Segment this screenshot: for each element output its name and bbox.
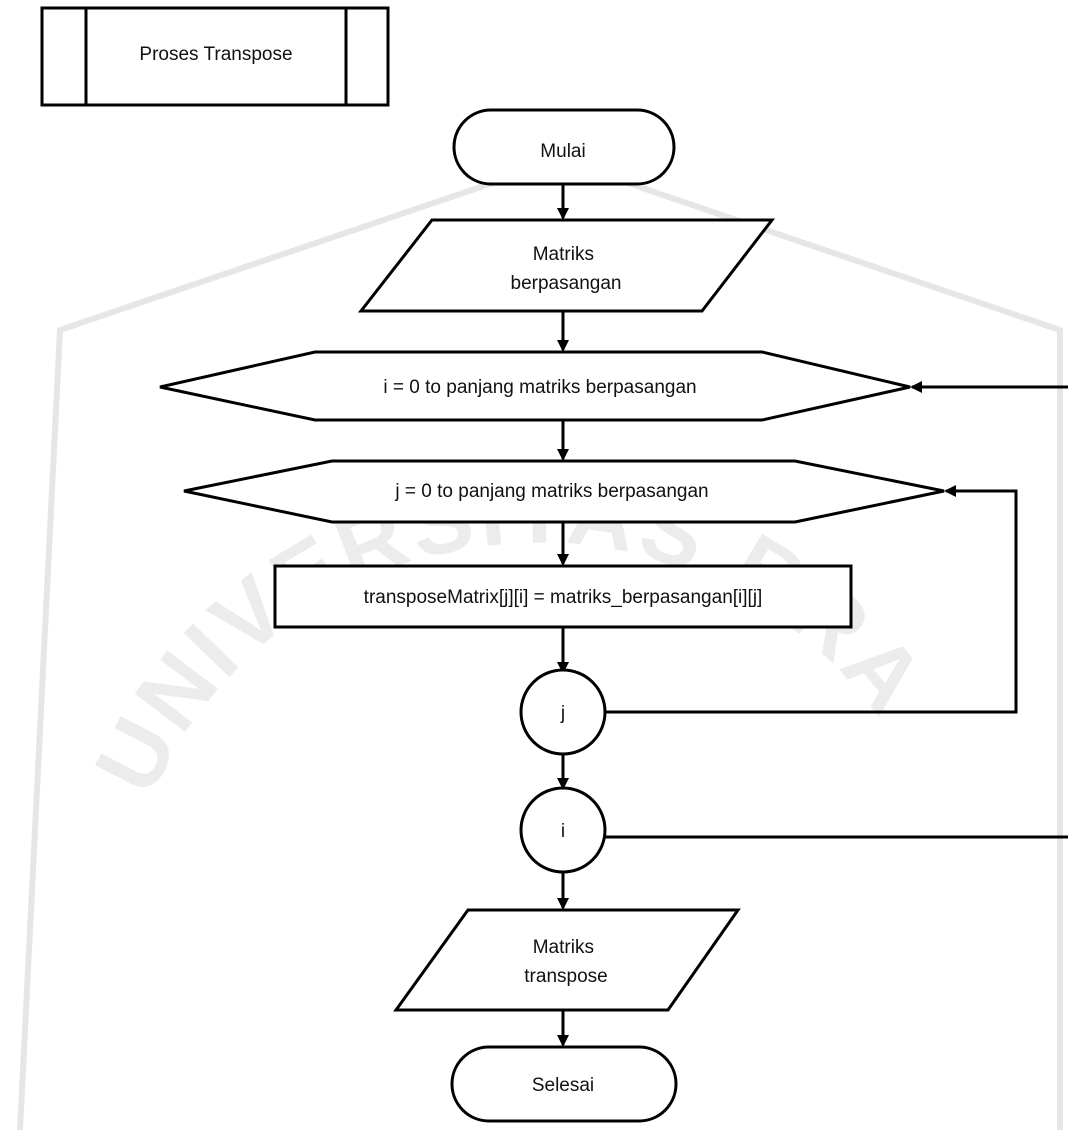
input-label: Matriks berpasangan bbox=[511, 244, 622, 294]
connector-i-label: i bbox=[561, 821, 565, 842]
loop-i-label: i = 0 to panjang matriks berpasangan bbox=[383, 377, 696, 398]
connector-j-label: j bbox=[560, 703, 565, 724]
loop-j-label: j = 0 to panjang matriks berpasangan bbox=[394, 481, 708, 502]
connector-i: i bbox=[519, 786, 607, 874]
process-box: transposeMatrix[j][i] = matriks_berpasan… bbox=[273, 564, 853, 629]
subprocess-title: Proses Transpose bbox=[139, 44, 292, 65]
flow-lines bbox=[557, 183, 1068, 1047]
output-parallelogram: Matriks transpose bbox=[393, 908, 741, 1012]
process-label: transposeMatrix[j][i] = matriks_berpasan… bbox=[364, 587, 763, 608]
loop-back-j bbox=[605, 485, 1018, 714]
start-terminator: Mulai bbox=[452, 108, 676, 186]
loop-j-hexagon: j = 0 to panjang matriks berpasangan bbox=[183, 459, 945, 524]
subprocess-box: Proses Transpose bbox=[40, 6, 390, 107]
input-parallelogram: Matriks berpasangan bbox=[357, 218, 776, 313]
start-label: Mulai bbox=[540, 141, 585, 162]
loop-i-hexagon: i = 0 to panjang matriks berpasangan bbox=[159, 350, 911, 422]
end-terminator: Selesai bbox=[450, 1045, 678, 1123]
output-label: Matriks transpose bbox=[524, 937, 607, 987]
watermark-shield bbox=[17, 157, 1063, 1130]
connector-j: j bbox=[519, 668, 607, 756]
end-label: Selesai bbox=[532, 1075, 594, 1096]
